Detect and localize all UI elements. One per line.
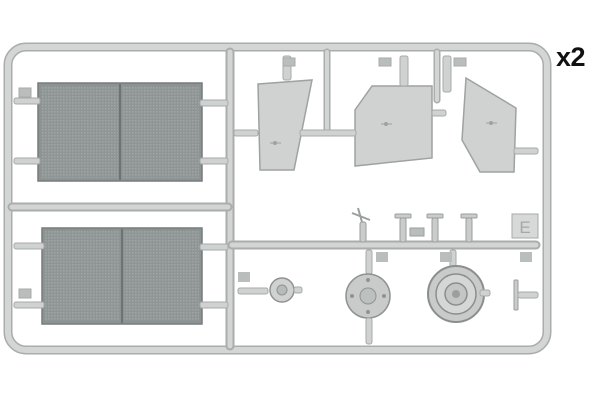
rod-part [513, 252, 539, 311]
radiator-gates-lower [13, 242, 229, 309]
part-letter-text: E [519, 218, 530, 237]
armor-plate-left [257, 79, 313, 171]
armor-plate-center [354, 85, 433, 167]
small-cap-part [237, 272, 303, 303]
bolted-disc-part [345, 249, 391, 345]
radiator-panel-lower [41, 227, 203, 325]
wheel-part [427, 249, 491, 323]
valve-parts [351, 207, 478, 243]
armor-plate-gates [233, 55, 539, 155]
radiator-gates-upper [13, 87, 229, 165]
radiator-panel-upper [37, 82, 203, 182]
armor-plate-right [461, 76, 517, 173]
quantity-label: x2 [556, 42, 586, 72]
sprue-runners [7, 47, 541, 351]
part-letter-tag [511, 213, 539, 239]
sprue-frame-highlight [5, 44, 550, 353]
